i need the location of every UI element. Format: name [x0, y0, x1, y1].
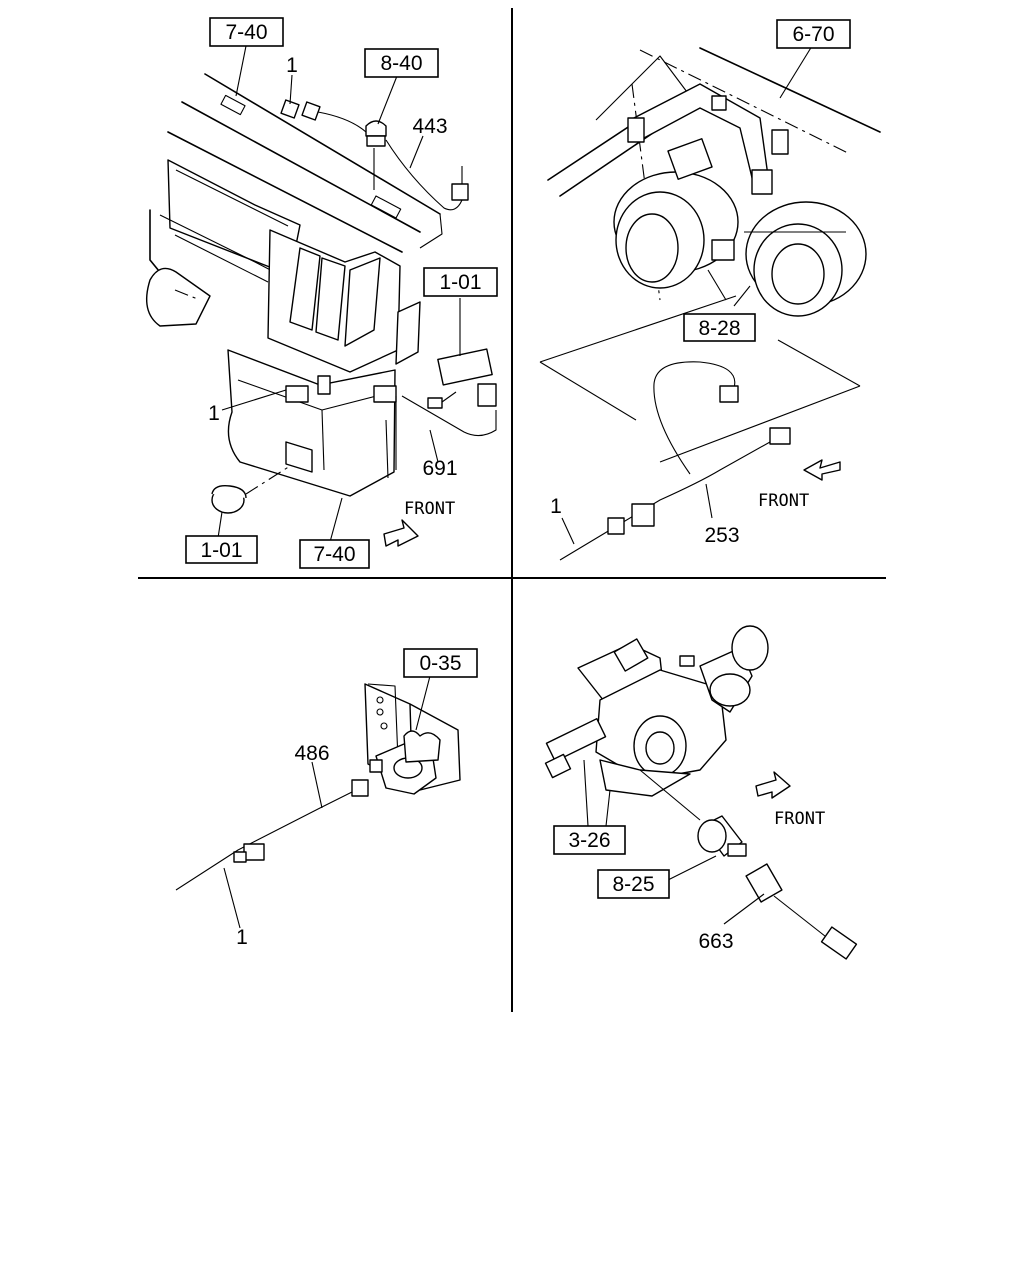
part-label-1-q3: 1	[236, 926, 248, 949]
callout-q4-3-26[interactable]: 3-26	[553, 825, 626, 855]
dashboard-harness	[211, 99, 497, 514]
callout-q1-1-01-lamp[interactable]: 1-01	[185, 535, 258, 564]
svg-text:0-35: 0-35	[419, 652, 461, 675]
q4-leaders	[583, 759, 765, 925]
front-label-q1: FRONT	[404, 499, 455, 519]
part-label-1-top: 1	[286, 54, 298, 77]
part-label-1-mid: 1	[208, 402, 220, 425]
callout-q1-1-01-switch[interactable]: 1-01	[423, 267, 498, 297]
front-arrow-q4	[755, 771, 791, 799]
callout-q1-bottom-7-40[interactable]: 7-40	[299, 539, 370, 569]
front-label-q2: FRONT	[758, 491, 809, 511]
dashboard-illustration	[146, 73, 443, 497]
pump-sensor-illustration	[544, 625, 858, 960]
bracket-switch-illustration	[175, 683, 461, 891]
callout-q4-8-25[interactable]: 8-25	[597, 869, 670, 899]
callout-q1-8-40[interactable]: 8-40	[364, 48, 439, 78]
svg-text:1-01: 1-01	[200, 539, 242, 562]
svg-text:8-25: 8-25	[612, 873, 654, 896]
part-label-691: 691	[422, 457, 457, 480]
svg-text:8-28: 8-28	[698, 317, 740, 340]
part-label-663: 663	[698, 930, 733, 953]
q2-leaders	[561, 45, 813, 545]
q3-leaders	[223, 675, 431, 929]
part-label-486: 486	[294, 742, 329, 765]
callout-q1-top-7-40[interactable]: 7-40	[209, 17, 284, 47]
part-label-253: 253	[704, 524, 739, 547]
callout-q3-0-35[interactable]: 0-35	[403, 648, 478, 678]
svg-text:7-40: 7-40	[313, 543, 355, 566]
front-arrow-q2	[803, 459, 841, 481]
horn-assembly-illustration	[539, 47, 881, 561]
part-label-443: 443	[412, 115, 447, 138]
svg-text:6-70: 6-70	[792, 23, 834, 46]
callout-q2-6-70[interactable]: 6-70	[776, 19, 851, 49]
svg-text:7-40: 7-40	[225, 21, 267, 44]
svg-text:8-40: 8-40	[380, 52, 422, 75]
front-arrow-q1	[383, 519, 419, 547]
q1-leaders	[217, 45, 461, 543]
svg-text:3-26: 3-26	[568, 829, 610, 852]
front-label-q4: FRONT	[774, 809, 825, 829]
part-label-1-q2: 1	[550, 495, 562, 518]
svg-text:1-01: 1-01	[439, 271, 481, 294]
callout-q2-8-28[interactable]: 8-28	[683, 313, 756, 342]
